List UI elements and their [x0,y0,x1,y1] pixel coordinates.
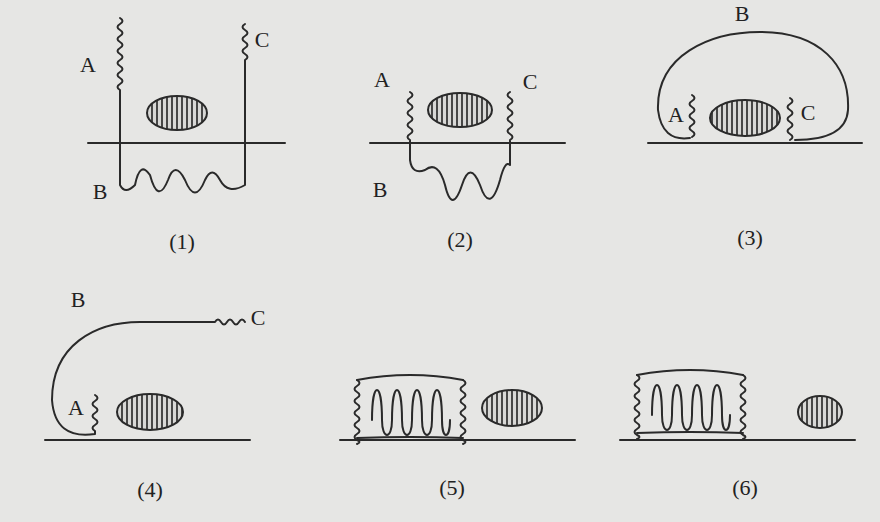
chain-line [658,32,848,140]
part-letter: A [68,397,84,419]
part-letter: C [801,102,816,124]
part-letter: A [668,104,684,126]
part-letter: B [93,181,108,203]
panel-number: (1) [169,231,195,253]
hatched-body [798,396,842,428]
hatched-body [710,100,780,136]
hatched-body [482,390,542,426]
folded-chain [635,370,746,439]
chain-line [788,98,793,140]
ground-line [648,142,862,144]
part-letter: C [255,29,270,51]
panel-number: (6) [732,477,758,499]
chain-line [408,92,513,200]
panel-number: (5) [439,477,465,499]
ground-line [370,142,565,144]
hatched-body [117,394,183,430]
panel-number: (3) [737,227,763,249]
part-letter: C [523,71,538,93]
panel-number: (4) [137,479,163,501]
part-letter: C [251,307,266,329]
ground-line [340,439,575,441]
panel-number: (2) [447,229,473,251]
chain-line [690,95,695,137]
ground-line [45,439,250,441]
chain-line [118,18,248,193]
folded-chain [355,375,466,444]
hatched-body [428,93,492,127]
ground-line [620,439,855,441]
part-letter: A [80,54,96,76]
part-letter: B [735,3,750,25]
part-letter: A [374,69,390,91]
chain-line [52,320,245,435]
part-letter: B [373,179,388,201]
part-letter: B [71,289,86,311]
ground-line [88,142,285,144]
hatched-body [147,96,207,130]
